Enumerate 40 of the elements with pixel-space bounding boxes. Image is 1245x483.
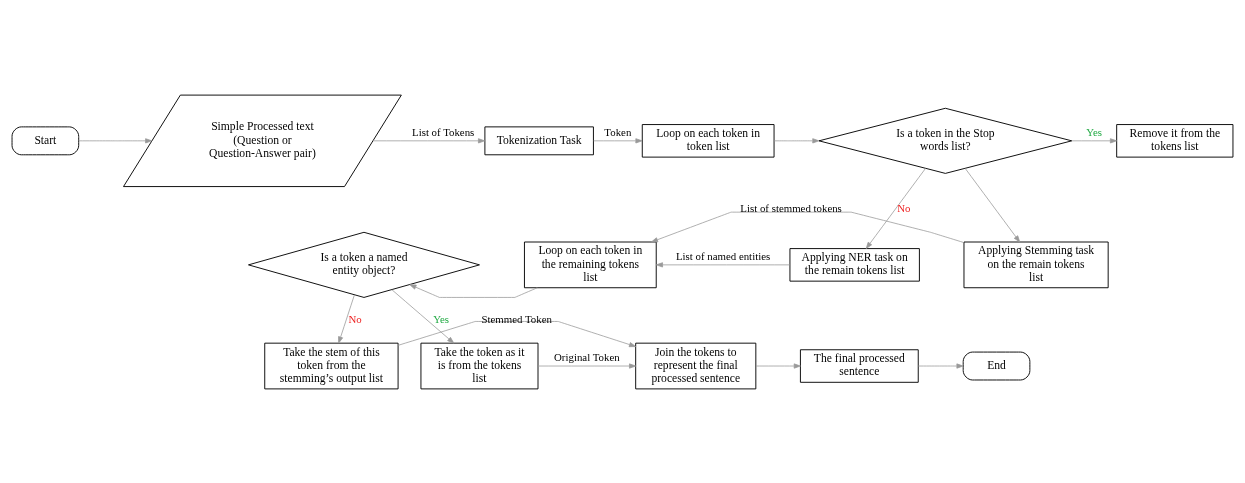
node-box: Applying NER task on the remain tokens list <box>789 247 920 282</box>
node-box: Loop on each token in token list <box>641 123 775 158</box>
arrow <box>755 362 801 369</box>
arrow <box>78 137 153 143</box>
node-box: Tokenization Task <box>484 125 594 155</box>
arrow <box>338 294 355 343</box>
node-diamond: Is a token a named entity object? <box>248 231 480 298</box>
arrow <box>593 137 643 143</box>
edge-label: No <box>348 312 362 325</box>
arrow <box>537 362 637 369</box>
node-box: Remove it from the tokens list <box>1116 123 1234 158</box>
arrow <box>391 288 455 343</box>
edge-label: Stemmed Token <box>481 312 552 325</box>
node-box: Applying Stemming task on the remain tokens list <box>963 241 1109 288</box>
edge-label: Yes <box>433 312 449 325</box>
node-box: Take the stem of this token from the stemming’s output list <box>264 342 399 389</box>
node-box: Take the token as it is from the tokens list <box>420 342 539 389</box>
edge-label: Yes <box>1086 125 1103 138</box>
edge-label: Original Token <box>554 350 620 363</box>
edge-label: List of stemmed tokens <box>740 201 842 214</box>
edge-label: Token <box>604 125 632 138</box>
arrow <box>1071 137 1117 143</box>
arrow <box>397 320 636 347</box>
arrow <box>773 137 820 143</box>
node-box: End <box>962 351 1031 380</box>
arrow <box>409 283 538 298</box>
node-box: Join the tokens to represent the final processed sentence <box>635 342 757 389</box>
arrow <box>917 362 964 369</box>
edge-label: No <box>897 201 911 214</box>
node-diamond: Is a token in the Stop words list? <box>818 107 1073 174</box>
arrow <box>655 261 791 267</box>
arrow <box>651 211 965 243</box>
node-box: The final processed sentence <box>799 348 919 383</box>
edge-label: List of named entities <box>675 249 771 262</box>
arrow <box>964 167 1021 242</box>
edge-label: List of Tokens <box>412 125 475 138</box>
node-box: Loop on each token in the remaining tokens list <box>523 241 657 288</box>
arrow <box>372 137 485 143</box>
arrow <box>865 167 926 249</box>
node-box: Start <box>11 125 80 155</box>
